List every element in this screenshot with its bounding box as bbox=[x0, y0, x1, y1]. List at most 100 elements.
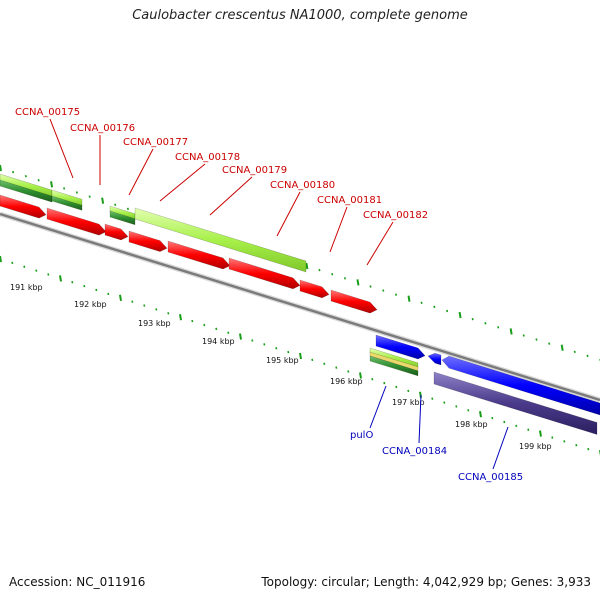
lower-tick-mark bbox=[239, 333, 242, 340]
upper-tick-mark bbox=[535, 338, 538, 341]
kbp-tick-label: 197 kbp bbox=[392, 398, 425, 407]
kbp-tick-label: 192 kbp bbox=[74, 300, 107, 309]
features-layer bbox=[0, 173, 600, 435]
dark-green-feature bbox=[369, 355, 419, 377]
backbone-layer bbox=[0, 211, 600, 403]
dark-green-feature bbox=[109, 210, 136, 226]
lower-tick-mark bbox=[311, 358, 314, 362]
lower-tick-mark bbox=[395, 385, 398, 389]
upper-tick-mark bbox=[433, 305, 436, 309]
lower-tick-mark bbox=[407, 389, 410, 393]
kbp-tick-label: 194 kbp bbox=[202, 337, 235, 346]
lower-tick-mark bbox=[563, 440, 566, 443]
forward-gene-label: CCNA_00178 bbox=[175, 152, 240, 163]
lower-tick-mark bbox=[83, 284, 86, 288]
forward-gene-arrow bbox=[104, 223, 129, 241]
upper-tick-mark bbox=[318, 268, 321, 272]
upper-tick-mark bbox=[446, 309, 449, 313]
labels-layer: 191 kbp 192 kbp 193 kbp 194 kbp 195 kbp 196 k… bbox=[10, 107, 552, 483]
upper-tick-mark bbox=[114, 203, 117, 206]
dark-green-feature bbox=[51, 195, 83, 211]
leader-line bbox=[128, 148, 154, 196]
forward-gene-arrow bbox=[46, 207, 107, 236]
upper-tick-mark bbox=[484, 322, 487, 325]
forward-gene-arrow bbox=[299, 279, 330, 299]
leader-line bbox=[366, 221, 394, 266]
lower-tick-mark bbox=[455, 405, 458, 408]
upper-tick-mark bbox=[420, 301, 423, 305]
light-green-feature bbox=[134, 207, 307, 273]
upper-tick-mark bbox=[407, 295, 411, 302]
dark-green-feature bbox=[0, 179, 53, 203]
lower-tick-mark bbox=[71, 281, 74, 284]
lower-tick-mark bbox=[551, 436, 554, 439]
kbp-tick-label: 191 kbp bbox=[10, 283, 43, 292]
lower-tick-mark bbox=[11, 261, 14, 265]
lower-tick-mark bbox=[203, 323, 206, 327]
lower-tick-mark bbox=[95, 288, 98, 292]
forward-gene-label: CCNA_00182 bbox=[363, 210, 428, 221]
leader-line bbox=[329, 206, 348, 253]
reverse-gene-label: CCNA_00185 bbox=[458, 472, 523, 483]
upper-tick-mark bbox=[126, 207, 130, 211]
reverse-gene-arrow bbox=[375, 334, 426, 360]
upper-tick-mark bbox=[88, 195, 91, 198]
leader-line bbox=[209, 176, 253, 216]
forward-gene-arrow bbox=[228, 257, 301, 290]
forward-gene-label: CCNA_00175 bbox=[15, 107, 80, 118]
kbp-tick-label: 195 kbp bbox=[266, 356, 299, 365]
lower-tick-mark bbox=[107, 292, 110, 296]
reverse-gene-arrow bbox=[441, 355, 600, 416]
lower-tick-mark bbox=[227, 331, 230, 334]
forward-gene-label: CCNA_00181 bbox=[317, 195, 382, 206]
reverse-gene-label: pulO bbox=[350, 430, 373, 441]
lower-tick-mark bbox=[467, 409, 470, 412]
upper-tick-mark bbox=[369, 285, 372, 288]
lower-tick-mark bbox=[287, 350, 290, 354]
lower-tick-mark bbox=[383, 381, 386, 385]
lower-tick-mark bbox=[119, 294, 122, 301]
lower-tick-mark bbox=[35, 269, 38, 272]
upper-tick-mark bbox=[305, 262, 309, 270]
leader-line bbox=[492, 426, 509, 470]
upper-tick-mark bbox=[75, 191, 78, 194]
lower-tick-mark bbox=[167, 312, 170, 315]
leader-line bbox=[276, 191, 301, 237]
upper-tick-mark bbox=[343, 277, 347, 280]
lower-tick-mark bbox=[23, 265, 26, 268]
kbp-tick-label: 198 kbp bbox=[455, 420, 488, 429]
kbp-tick-label: 196 kbp bbox=[330, 377, 363, 386]
forward-gene-arrow bbox=[128, 230, 168, 252]
forward-gene-arrow bbox=[0, 194, 47, 219]
forward-gene-arrow bbox=[330, 289, 378, 314]
kbp-tick-label: 193 kbp bbox=[138, 319, 171, 328]
lower-tick-mark bbox=[587, 447, 590, 451]
upper-tick-mark bbox=[0, 164, 2, 172]
upper-tick-mark bbox=[586, 354, 589, 358]
leader-line bbox=[49, 118, 74, 179]
upper-tick-mark bbox=[11, 170, 15, 174]
lower-tick-mark bbox=[263, 343, 266, 346]
lower-tick-mark bbox=[359, 372, 362, 379]
upper-tick-mark bbox=[471, 317, 474, 321]
forward-gene-label: CCNA_00179 bbox=[222, 165, 287, 176]
lower-tick-mark bbox=[59, 275, 62, 282]
upper-tick-mark bbox=[522, 334, 525, 337]
leader-line bbox=[369, 385, 387, 429]
lower-tick-mark bbox=[443, 401, 446, 404]
forward-gene-label: CCNA_00176 bbox=[70, 123, 135, 134]
upper-tick-mark bbox=[101, 197, 105, 204]
lower-tick-mark bbox=[503, 420, 506, 424]
map-title: Caulobacter crescentus NA1000, complete … bbox=[132, 8, 468, 23]
lower-tick-mark bbox=[335, 366, 338, 369]
forward-gene-label: CCNA_00180 bbox=[270, 180, 335, 191]
lower-tick-mark bbox=[191, 319, 194, 323]
genome-summary-text: Topology: circular; Length: 4,042,929 bp… bbox=[261, 575, 591, 589]
upper-tick-mark bbox=[458, 311, 462, 319]
upper-tick-mark bbox=[356, 279, 360, 286]
lower-tick-mark bbox=[275, 347, 278, 350]
lower-tick-mark bbox=[539, 430, 542, 437]
upper-tick-mark bbox=[560, 344, 564, 351]
lower-tick-mark bbox=[143, 304, 146, 307]
